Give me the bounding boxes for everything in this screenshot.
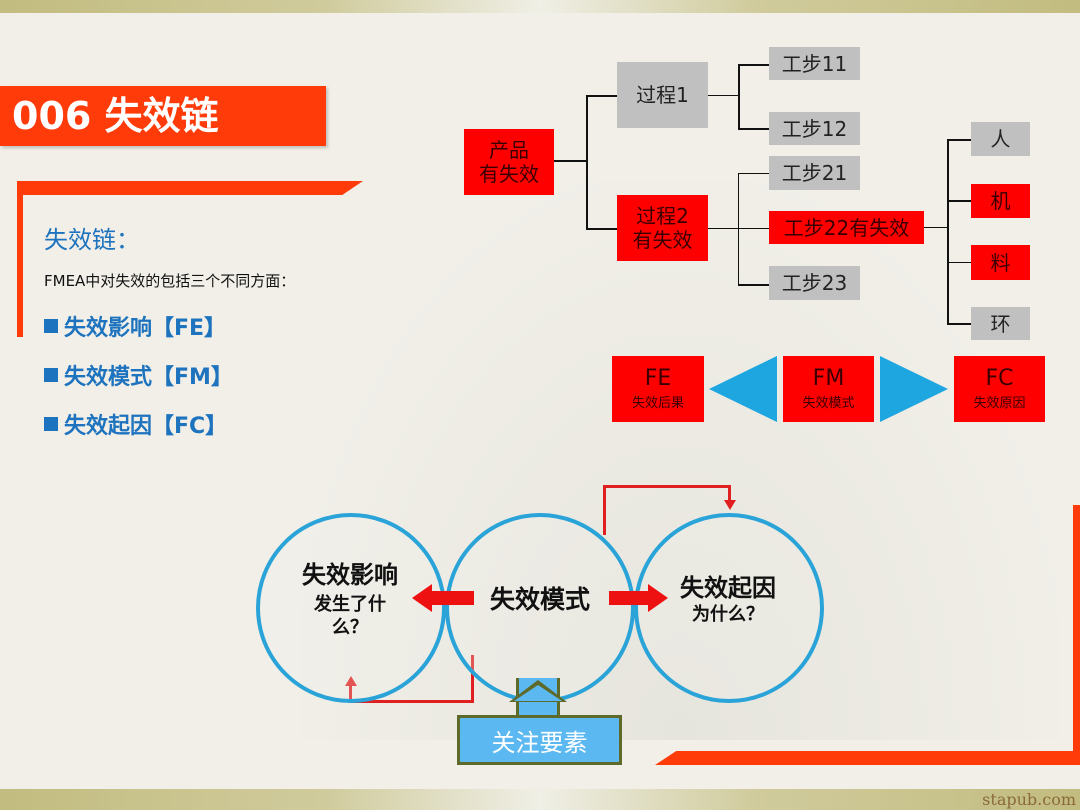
node-step-12: 工步12 bbox=[769, 112, 860, 145]
node-step-23: 工步23 bbox=[769, 266, 860, 300]
node-step-11: 工步11 bbox=[769, 47, 860, 80]
circle-failure-cause bbox=[634, 513, 824, 703]
down-arrowhead-icon bbox=[724, 500, 736, 510]
frame-top-stripe bbox=[17, 181, 363, 195]
frame-bottom-stripe bbox=[655, 751, 1080, 765]
cause-sub: 为什么？ bbox=[692, 604, 764, 625]
top-decorative-band bbox=[0, 0, 1080, 13]
connector-line bbox=[738, 128, 769, 130]
effect-title: 失效影响 bbox=[302, 561, 398, 589]
connector-line bbox=[708, 95, 739, 96]
arrow-shaft-right bbox=[609, 591, 649, 605]
connector-line bbox=[738, 64, 769, 66]
right-arrow-icon bbox=[648, 584, 668, 612]
red-route-line bbox=[471, 655, 474, 703]
fe-code: FE bbox=[644, 366, 672, 392]
square-bullet-icon bbox=[44, 417, 58, 431]
bullet-label: 失效起因【FC】 bbox=[64, 414, 228, 439]
connector-line bbox=[924, 227, 949, 228]
mode-title: 失效模式 bbox=[489, 585, 590, 614]
connector-line bbox=[738, 173, 769, 174]
node-factor-man: 人 bbox=[971, 122, 1030, 156]
fc-sub: 失效原因 bbox=[973, 395, 1026, 411]
connector-line bbox=[586, 228, 617, 230]
focus-elements-box: 关注要素 bbox=[457, 715, 622, 765]
red-route-line bbox=[349, 700, 474, 703]
left-arrow-icon bbox=[412, 584, 432, 612]
connector-line bbox=[554, 160, 587, 162]
frame-right-stripe bbox=[1073, 505, 1080, 765]
bottom-decorative-band bbox=[0, 789, 1080, 810]
connector-line bbox=[738, 64, 740, 130]
fc-code: FC bbox=[985, 366, 1014, 392]
bullet-label: 失效模式【FM】 bbox=[64, 365, 233, 390]
square-bullet-icon bbox=[44, 368, 58, 382]
fe-sub: 失效后果 bbox=[631, 395, 684, 411]
node-step-22: 工步22有失效 bbox=[769, 211, 924, 244]
fm-box: FM 失效模式 bbox=[783, 356, 874, 422]
connector-line bbox=[586, 95, 617, 97]
node-product: 产品 有失效 bbox=[464, 129, 554, 195]
effect-sub-line1: 发生了什 bbox=[314, 594, 386, 615]
section-description: FMEA中对失效的包括三个不同方面： bbox=[44, 272, 296, 290]
connector-line bbox=[586, 95, 588, 230]
section-heading: 失效链： bbox=[44, 226, 140, 254]
connector-line bbox=[947, 262, 971, 263]
fe-box: FE 失效后果 bbox=[612, 356, 704, 422]
node-factor-machine: 机 bbox=[971, 184, 1030, 218]
left-triangle-arrow-icon bbox=[709, 356, 777, 422]
circle-failure-mode bbox=[445, 513, 635, 703]
connector-line bbox=[947, 200, 971, 202]
watermark: stapub.com bbox=[982, 790, 1076, 809]
red-route-line bbox=[728, 485, 731, 503]
frame-left-stripe bbox=[17, 181, 23, 337]
bullet-label: 失效影响【FE】 bbox=[64, 316, 227, 341]
slide-title: 006 失效链 bbox=[12, 94, 219, 138]
node-factor-environment: 环 bbox=[971, 307, 1030, 340]
fc-box: FC 失效原因 bbox=[954, 356, 1045, 422]
bullet-fm: 失效模式【FM】 bbox=[44, 359, 233, 391]
node-factor-material: 料 bbox=[971, 245, 1030, 280]
arrow-shaft-left bbox=[430, 591, 474, 605]
title-bar bbox=[0, 86, 326, 146]
bullet-fe: 失效影响【FE】 bbox=[44, 310, 226, 342]
node-process-2: 过程2 有失效 bbox=[617, 195, 708, 261]
fm-sub: 失效模式 bbox=[802, 395, 855, 411]
node-step-21: 工步21 bbox=[769, 156, 860, 190]
bullet-fc: 失效起因【FC】 bbox=[44, 408, 227, 440]
square-bullet-icon bbox=[44, 319, 58, 333]
effect-sub-line2: 么？ bbox=[332, 617, 368, 638]
connector-line bbox=[738, 284, 769, 286]
fm-code: FM bbox=[812, 366, 845, 392]
connector-line bbox=[947, 139, 971, 141]
cause-title: 失效起因 bbox=[680, 574, 776, 602]
red-route-line bbox=[603, 485, 731, 488]
connector-line bbox=[947, 139, 949, 324]
connector-line bbox=[947, 323, 971, 325]
right-triangle-arrow-icon bbox=[880, 356, 948, 422]
red-route-line bbox=[603, 485, 606, 535]
node-process-1: 过程1 bbox=[617, 62, 708, 128]
connector-line bbox=[738, 173, 739, 285]
